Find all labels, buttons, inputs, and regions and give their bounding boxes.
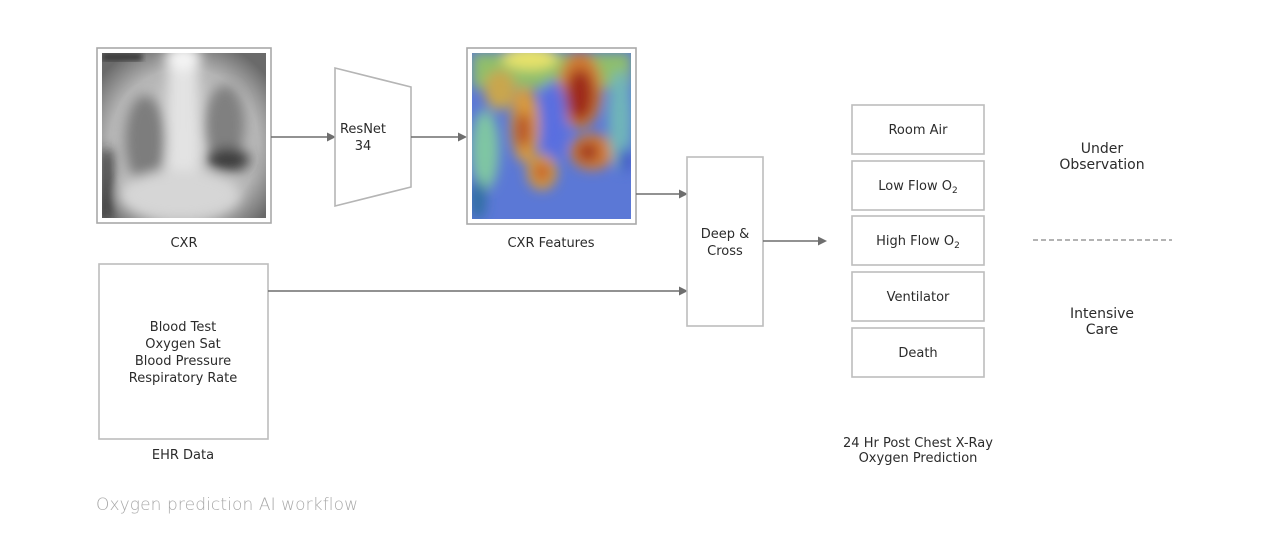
output-class: Low Flow O2 [851,160,985,211]
ehr-item: Blood Pressure [135,354,231,369]
arrow-features-to-deepcross [636,189,688,199]
resnet-trapezoid [334,66,412,208]
cxr-features-label: CXR Features [507,236,594,251]
output-class: Room Air [851,104,985,155]
ehr-node: Blood Test Oxygen Sat Blood Pressure Res… [98,263,269,463]
output-class-label: High Flow O2 [876,234,960,251]
arrow-ehr-to-deepcross [268,286,688,296]
output-class: Death [851,327,985,378]
output-class-box [851,160,985,211]
cxr-node: CXR [96,47,272,251]
arrow-cxr-to-resnet [271,132,336,142]
cxr-label: CXR [170,236,197,251]
arrow-resnet-to-features [411,132,467,142]
output-class-box [851,271,985,322]
group-label-under-observation-line1: Under [1081,141,1124,157]
ehr-item: Blood Test [150,320,216,335]
group-label-intensive-care-line1: Intensive [1070,306,1134,322]
output-class: Ventilator [851,271,985,322]
figure-caption: Oxygen prediction AI workflow [96,495,359,515]
output-class-box [851,215,985,266]
ehr-box [98,263,269,440]
group-label-intensive-care-line2: Care [1086,322,1118,338]
arrow-deepcross-to-outputs [763,236,827,246]
resnet-label-line1: ResNet [340,122,386,137]
group-label-under-observation-line2: Observation [1059,157,1144,173]
output-class-label: Room Air [888,123,948,138]
outputs-caption-line2: Oxygen Prediction [859,451,978,466]
output-class-label: Low Flow O2 [878,179,958,196]
ehr-item: Respiratory Rate [129,371,237,386]
output-classes: Room Air Low Flow O2 High Flow O2 Ventil… [851,104,985,378]
chest-xray-image [102,53,266,218]
outputs-caption-line1: 24 Hr Post Chest X-Ray [843,436,993,451]
deep-cross-label-line2: Cross [707,244,743,259]
resnet-label-line2: 34 [355,139,372,154]
output-class-box [851,104,985,155]
output-class-label: Death [898,346,937,361]
deep-cross-box [686,156,764,327]
deep-cross-node: Deep & Cross [686,156,764,327]
ehr-item: Oxygen Sat [145,337,221,352]
output-class: High Flow O2 [851,215,985,266]
output-class-box [851,327,985,378]
cxr-features-node: CXR Features [466,47,637,251]
output-class-label: Ventilator [887,290,950,305]
deep-cross-label-line1: Deep & [701,227,750,242]
ehr-label: EHR Data [152,448,214,463]
resnet-node: ResNet 34 [334,66,412,208]
heatmap-feature-image [472,53,631,219]
